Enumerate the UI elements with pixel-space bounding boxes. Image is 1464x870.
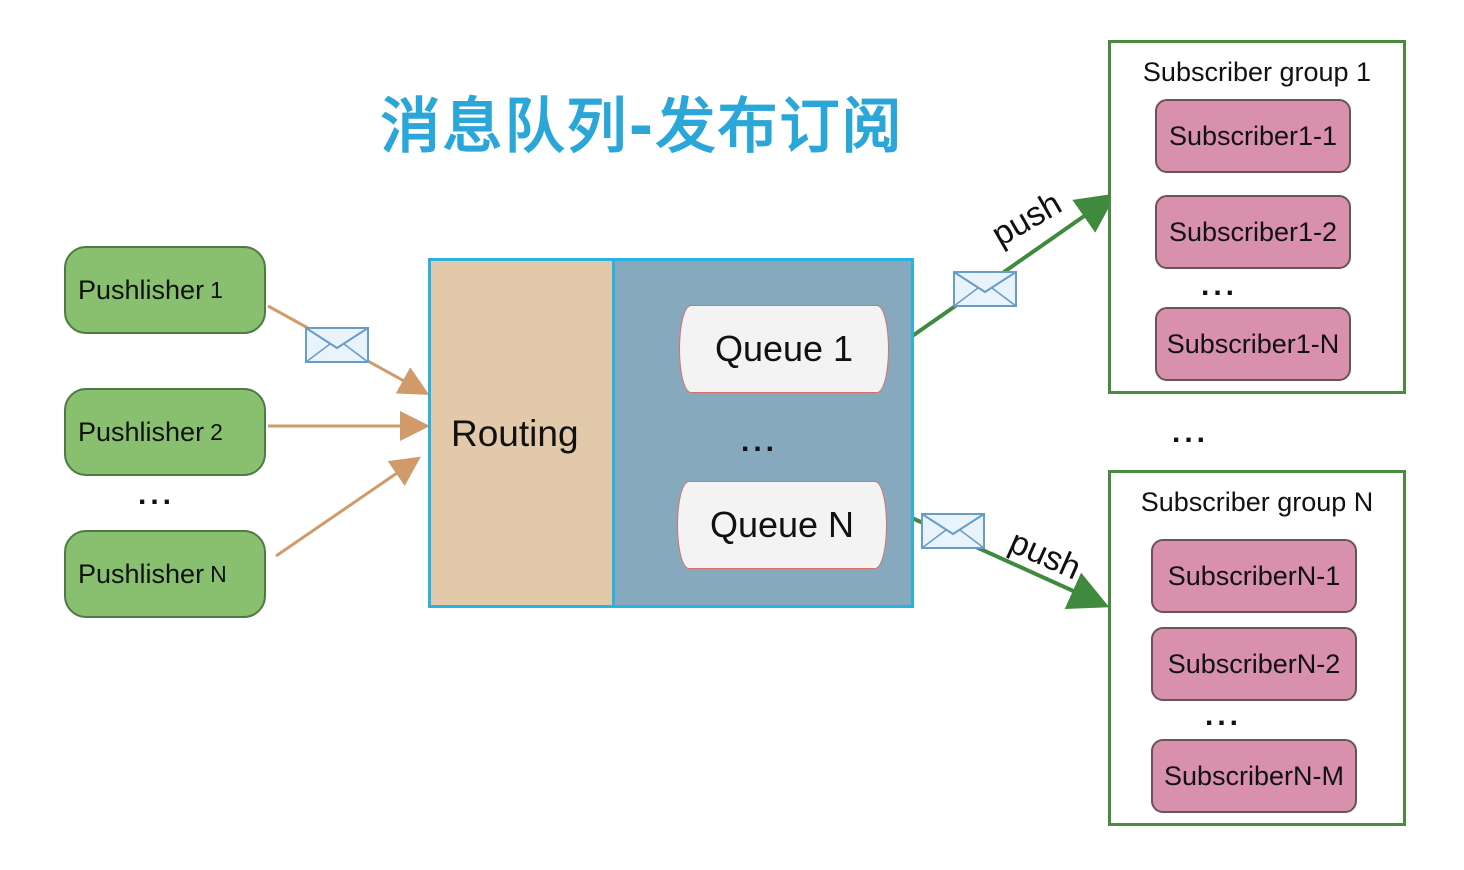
subscriber-group-n: Subscriber group N SubscriberN-1 Subscri… [1108,470,1406,826]
subscribers-ellipsis: ... [1201,269,1239,302]
publisher-number: 1 [210,276,223,303]
groups-ellipsis: ... [1172,416,1210,449]
envelope-icon [305,327,369,363]
envelope-icon [953,271,1017,307]
subscriber-n-m: SubscriberN-M [1151,739,1357,813]
envelope-icon [921,513,985,549]
group-title: Subscriber group N [1140,487,1374,517]
routing-label: Routing [451,413,579,454]
broker-box: Routing Queue 1 ... Queue N [428,258,914,608]
subscriber-n-1: SubscriberN-1 [1151,539,1357,613]
group-title: Subscriber group 1 [1142,57,1372,87]
queue-1: Queue 1 [679,305,889,393]
subscribers-ellipsis: ... [1205,699,1243,732]
publisher-number: N [210,560,227,587]
publisher-label: Pushlisher [78,558,205,589]
routing-pane: Routing [431,261,615,605]
diagram-title: 消息队列-发布订阅 [380,92,904,162]
queues-pane: Queue 1 ... Queue N [615,261,911,605]
queues-ellipsis: ... [741,425,779,458]
subscriber-1-1: Subscriber1-1 [1155,99,1351,173]
subscriber-n-2: SubscriberN-2 [1151,627,1357,701]
subscriber-group-1: Subscriber group 1 Subscriber1-1 Subscri… [1108,40,1406,394]
arrow-pubN-routing [275,456,421,558]
subscriber-1-2: Subscriber1-2 [1155,195,1351,269]
publisher-number: 2 [210,418,223,445]
publisher-label: Pushlisher [78,274,205,305]
subscriber-1-n: Subscriber1-N [1155,307,1351,381]
publishers-ellipsis: ... [138,478,176,511]
publisher-label: Pushlisher [78,416,205,447]
queue-n: Queue N [677,481,887,569]
